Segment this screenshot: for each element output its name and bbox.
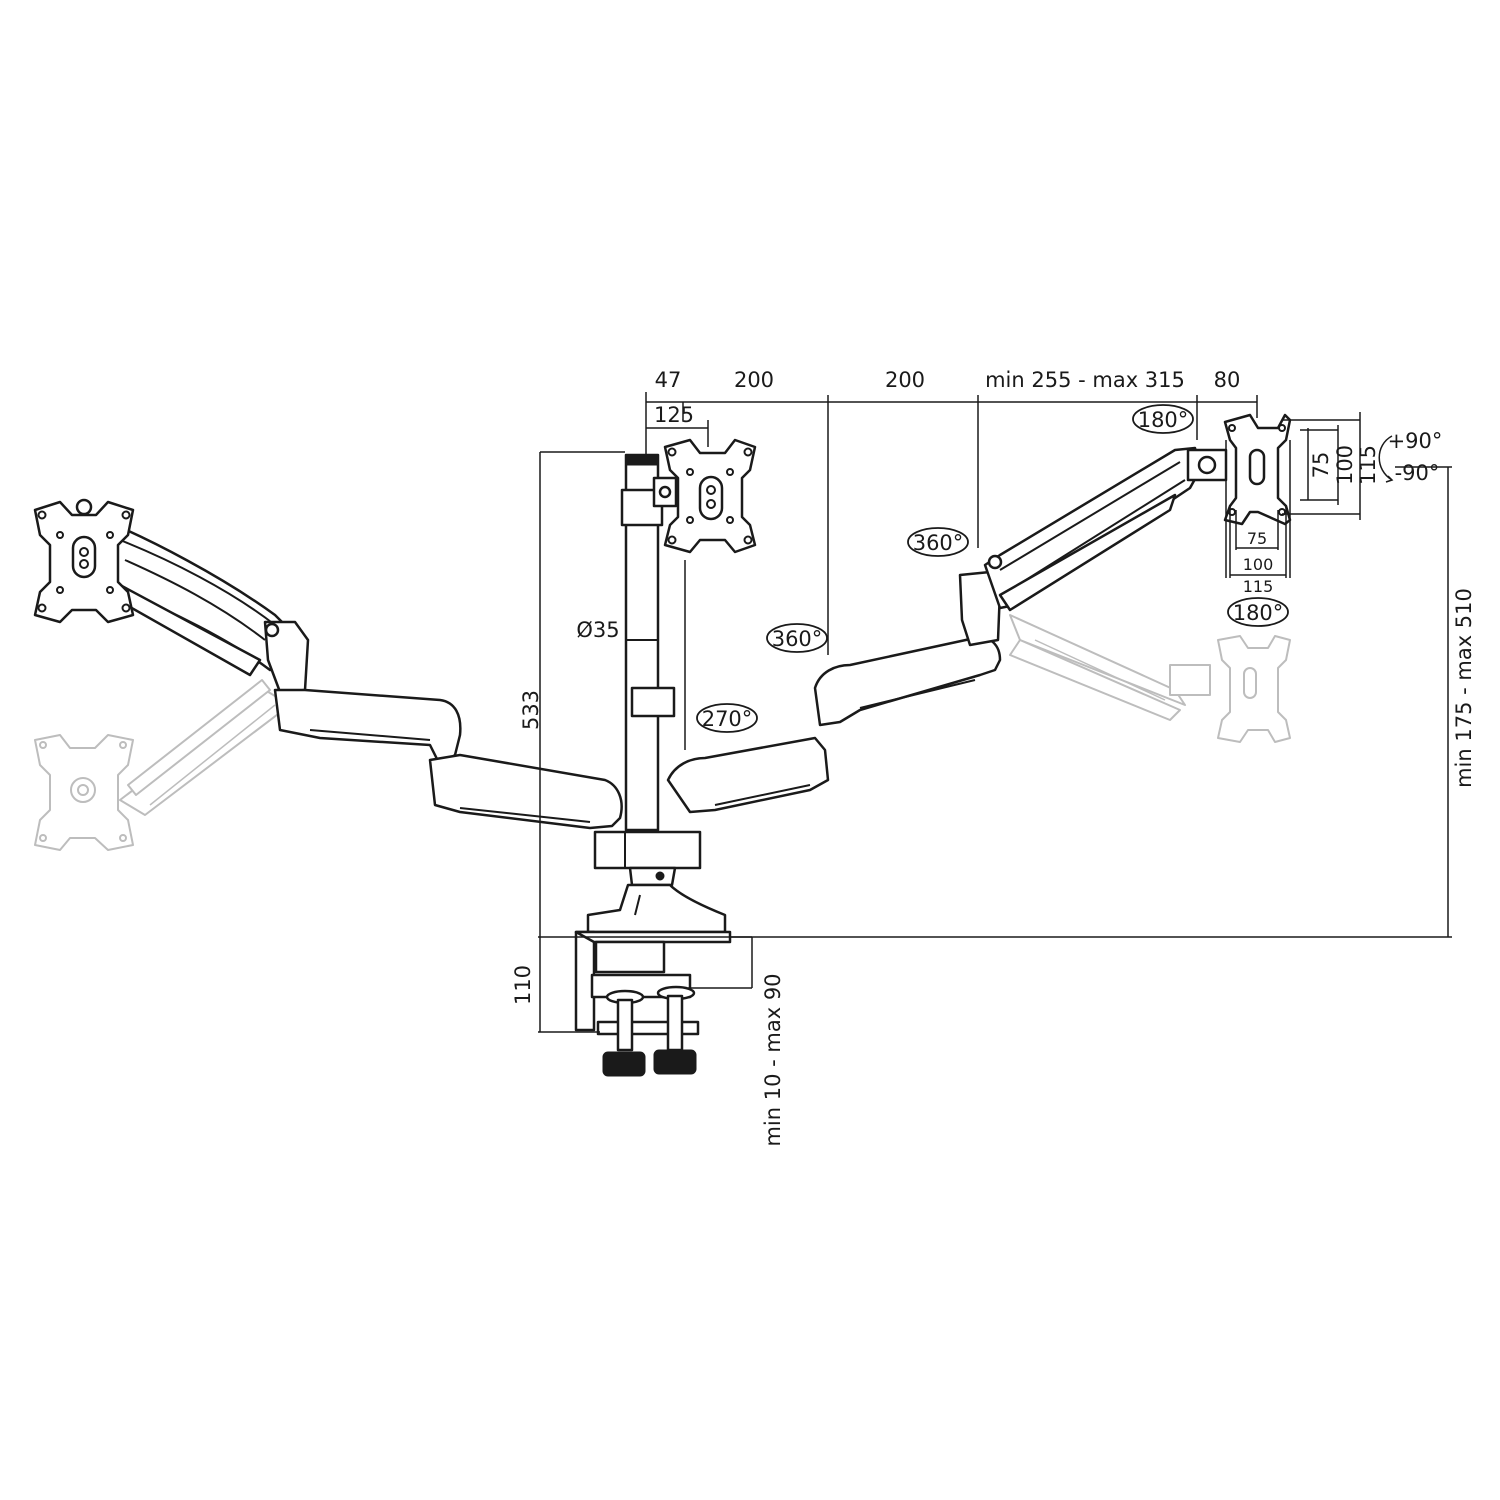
- dim-total-height: min 175 - max 510: [1452, 588, 1476, 788]
- dim-vesa-center-small: 125: [654, 403, 694, 427]
- dim-plate-offset: 80: [1214, 368, 1241, 392]
- rotation-badge-pole: 270°: [696, 703, 758, 733]
- right-lower-arm-1: [666, 736, 830, 814]
- dim-offset-pole: 47: [655, 368, 682, 392]
- dim-vesa-75: 75: [1309, 452, 1333, 479]
- dim-vesa-115: 115: [1356, 445, 1380, 485]
- rotation-elbow-right-label: 360°: [913, 531, 964, 555]
- center-vesa-plate: [652, 438, 757, 554]
- rotation-badge-arm-mid: 360°: [766, 623, 828, 653]
- right-vesa-plate: [1223, 413, 1292, 526]
- center-pole: [620, 453, 676, 832]
- dim-vesa-h-115: 115: [1243, 577, 1274, 596]
- rotation-badge-bottom-plate: 180°: [1227, 597, 1289, 627]
- dim-vesa-h-75: 75: [1247, 529, 1267, 548]
- ghost-right-arm: [1009, 614, 1211, 721]
- dim-clamp-height: 110: [511, 965, 535, 1005]
- pole-hub: [593, 830, 702, 887]
- dim-vesa-100: 100: [1333, 445, 1357, 485]
- dim-clamp-range: min 10 - max 90: [761, 973, 785, 1146]
- rotation-top-plate-label: 180°: [1138, 408, 1189, 432]
- tilt-up-label: +90°: [1388, 429, 1443, 453]
- dim-vesa-h-100: 100: [1243, 555, 1274, 574]
- right-tilt-head: [1186, 448, 1228, 482]
- left-elbow-joint: [263, 620, 310, 694]
- ghost-left-arm: [119, 679, 291, 816]
- left-lower-arm: [273, 688, 623, 830]
- tilt-down-label: -90°: [1395, 461, 1440, 485]
- dim-arm-segment-1: 200: [734, 368, 774, 392]
- desk-clamp: [574, 930, 732, 1077]
- right-upper-arm: [983, 446, 1202, 612]
- dimension-lines: [538, 392, 1452, 1033]
- dim-pole-diameter: Ø35: [576, 618, 619, 642]
- right-lower-arm-2: [813, 570, 1002, 727]
- rotation-badge-top-plate: 180°: [1132, 404, 1194, 434]
- rotation-pole-label: 270°: [702, 707, 753, 731]
- dim-arm-segment-2: 200: [885, 368, 925, 392]
- rotation-bottom-plate-label: 180°: [1233, 601, 1284, 625]
- rotation-badge-elbow-right: 360°: [907, 527, 969, 557]
- base-mount: [586, 883, 727, 934]
- ghost-right-vesa-plate: [1217, 635, 1291, 743]
- dim-pole-height: 533: [519, 690, 543, 730]
- ghost-left-vesa-plate: [34, 734, 134, 851]
- dim-arm-extension: min 255 - max 315: [985, 368, 1185, 392]
- left-vesa-plate: [33, 498, 135, 624]
- rotation-arm-mid-label: 360°: [772, 627, 823, 651]
